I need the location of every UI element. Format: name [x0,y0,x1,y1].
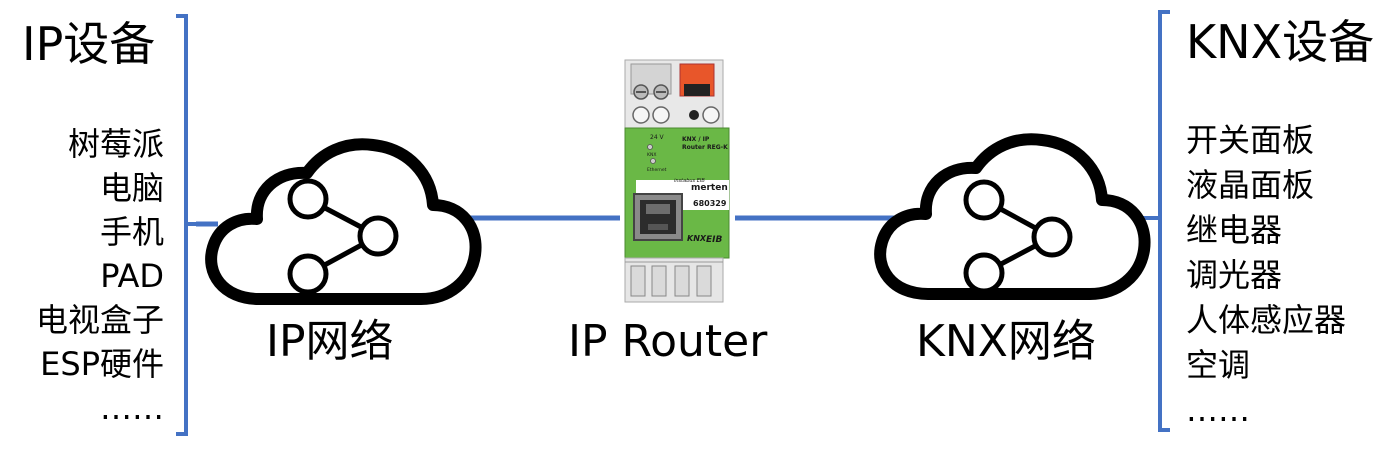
device-logo-eib: EIB [706,235,722,245]
list-item: 开关面板 [1186,121,1315,159]
share-icon [963,179,1073,294]
knx-devices-list: 开关面板 液晶面板 继电器 调光器 人体感应器 空调 …… [1186,118,1346,433]
list-item: …… [1186,391,1250,429]
list-item: 手机 [99,213,164,251]
device-brand-small: instabus EIB [674,178,705,184]
right-brace [1130,10,1170,432]
device-brand: merten [691,183,728,193]
list-item: 液晶面板 [1186,166,1315,204]
knx-network-label: KNX网络 [916,316,1096,367]
share-icon [287,178,399,295]
device-model-line1: KNX / IP [682,136,710,143]
list-item: 继电器 [1186,211,1283,249]
list-item: 电视盒子 [35,301,164,339]
knx-cloud [874,133,1151,300]
ip-router-label: IP Router [568,316,768,367]
list-item: 树莓派 [67,125,164,163]
knx-devices-title: KNX设备 [1186,15,1375,69]
left-brace [176,14,200,436]
list-item: PAD [100,257,164,295]
device-code: 680329 [693,199,727,208]
ip-devices-title: IP设备 [22,17,156,71]
device-logo-knx: KNX [687,234,707,243]
list-item: …… [100,389,164,427]
list-item: ESP硬件 [40,345,164,383]
ip-router-device: 24 V KNX / IP Router REG-K KNX Ethernet … [624,59,730,303]
ip-cloud [205,138,482,305]
list-item: 空调 [1186,346,1251,384]
list-item: 人体感应器 [1186,301,1347,339]
device-led-ethernet: Ethernet [647,167,667,173]
list-item: 调光器 [1186,256,1283,294]
device-model-line2: Router REG-K [682,144,728,151]
ip-network-label: IP网络 [266,316,394,367]
device-voltage: 24 V [650,134,665,141]
device-led-knx: KNX [647,152,656,158]
ip-devices-list: 树莓派 电脑 手机 PAD 电视盒子 ESP硬件 …… [36,122,164,430]
list-item: 电脑 [99,169,164,207]
